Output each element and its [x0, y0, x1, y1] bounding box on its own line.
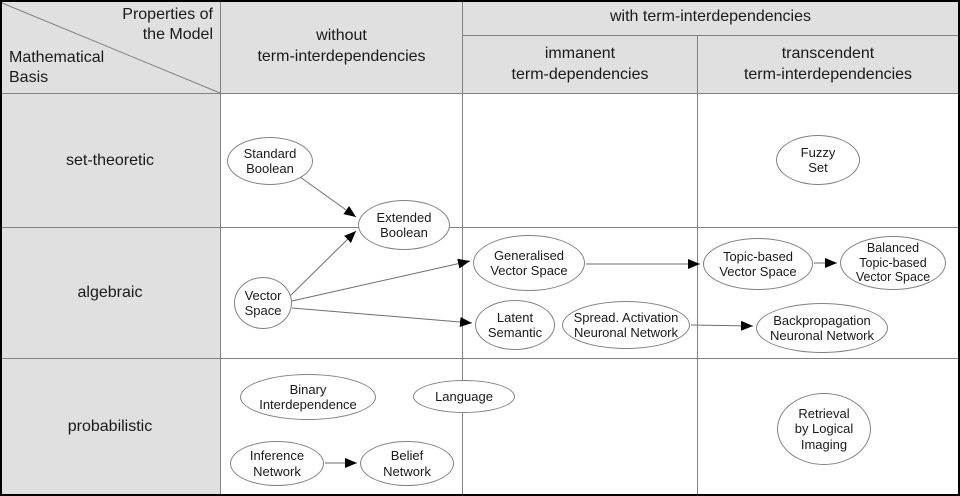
- node-vector-space: Vector Space: [234, 277, 292, 329]
- edge-spread-activation-to-backpropagation: [690, 320, 754, 331]
- row-label-column-background: [0, 93, 220, 496]
- header-background: [0, 0, 960, 93]
- corner-diagonal-line: [1, 2, 221, 94]
- node-extended-boolean: Extended Boolean: [358, 200, 450, 250]
- node-standard-boolean: Standard Boolean: [227, 137, 313, 185]
- grid-vline-without-immanent: [462, 0, 463, 494]
- node-balanced-topic-based-vector-space: Balanced Topic-based Vector Space: [840, 236, 946, 290]
- node-spread-activation-neuronal-network: Spread. Activation Neuronal Network: [562, 301, 690, 349]
- node-backpropagation-neuronal-network: Backpropagation Neuronal Network: [756, 303, 888, 353]
- node-latent-semantic: Latent Semantic: [475, 300, 555, 350]
- grid-hline-algebraic-probabilistic: [0, 358, 960, 359]
- node-binary-interdependence: Binary Interdependence: [240, 374, 376, 420]
- edge-vector-space-to-extended-boolean: [289, 230, 357, 297]
- row-label-probabilistic: probabilistic: [67, 417, 153, 435]
- node-fuzzy-set: Fuzzy Set: [776, 135, 860, 185]
- column-header-without: without term-interdependencies: [257, 27, 426, 65]
- node-language: Language: [413, 380, 515, 413]
- corner-header-mathematical-basis: Mathematical Basis: [9, 49, 105, 86]
- node-retrieval-by-logical-imaging: Retrieval by Logical Imaging: [777, 393, 871, 465]
- grid-hline-header-bottom: [0, 93, 960, 94]
- edge-standard-to-extended-boolean: [299, 176, 357, 218]
- node-topic-based-vector-space: Topic-based Vector Space: [703, 238, 813, 290]
- column-header-transcendent: transcendent term-interdependencies: [743, 45, 913, 83]
- corner-header-properties: Properties of the Model: [122, 6, 213, 43]
- grid-vline-labels: [220, 0, 221, 494]
- edge-vector-space-to-latent-semantic: [291, 307, 473, 327]
- node-generalised-vector-space: Generalised Vector Space: [473, 235, 585, 291]
- grid-hline-settheoretic-algebraic: [0, 227, 960, 228]
- column-header-immanent: immanent term-dependencies: [511, 45, 649, 83]
- node-belief-network: Belief Network: [360, 441, 454, 486]
- column-header-with: with term-interdependencies: [610, 8, 811, 26]
- row-label-set-theoretic: set-theoretic: [65, 151, 155, 169]
- node-inference-network: Inference Network: [230, 441, 324, 486]
- grid-hline-with-sub: [462, 35, 958, 36]
- row-label-algebraic: algebraic: [77, 284, 143, 301]
- edge-vector-space-to-generalised-vs: [291, 258, 471, 302]
